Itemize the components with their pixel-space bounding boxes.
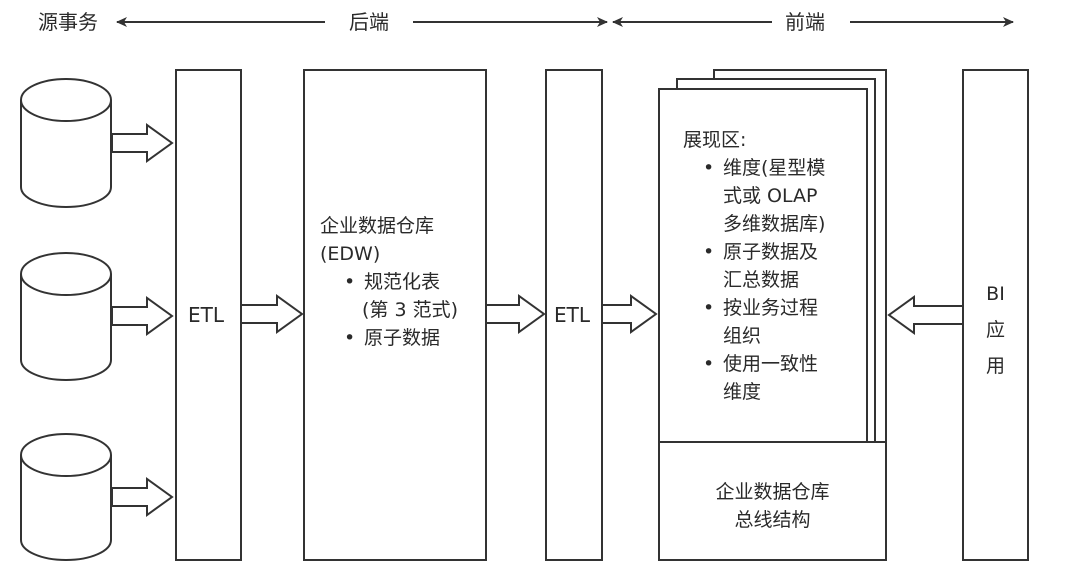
block-arrow-icon xyxy=(111,477,174,517)
presentation-bullet: 维度(星型模 xyxy=(699,154,863,182)
presentation-bullet: 按业务过程 xyxy=(699,294,863,322)
presentation-bullet-cont: 汇总数据 xyxy=(723,269,800,291)
header-frontend-label: 前端 xyxy=(785,10,825,34)
bi-app-text: BI 应 用 xyxy=(963,276,1028,384)
edw-title: 企业数据仓库 xyxy=(320,215,435,237)
presentation-bullet-cont: 式或 OLAP xyxy=(723,185,818,207)
bi-app-box xyxy=(962,69,1029,561)
bi-label: BI xyxy=(986,283,1005,305)
block-arrow-icon xyxy=(240,294,304,334)
edw-text: 企业数据仓库 (EDW) 规范化表 (第 3 范式) 原子数据 xyxy=(320,212,485,352)
bi-label-ying: 应 xyxy=(985,319,1005,341)
block-arrow-icon xyxy=(485,294,546,334)
edw-bullet-cont: (第 3 范式) xyxy=(362,299,458,321)
presentation-bullet-cont: 组织 xyxy=(723,325,762,347)
etl-box-1 xyxy=(175,69,242,561)
header-backend-label: 后端 xyxy=(349,10,389,34)
edw-box xyxy=(303,69,487,561)
bus-title-line2: 总线结构 xyxy=(734,509,811,531)
bus-title-line1: 企业数据仓库 xyxy=(715,481,830,503)
presentation-bullet: 使用一致性 xyxy=(699,350,863,378)
presentation-bullet-cont: 多维数据库) xyxy=(723,213,826,235)
etl-label-2: ETL xyxy=(554,303,590,327)
block-arrow-icon xyxy=(887,295,964,335)
etl-label-1: ETL xyxy=(188,303,224,327)
bi-label-yong: 用 xyxy=(985,355,1005,377)
block-arrow-icon xyxy=(111,296,174,336)
edw-bullet: 原子数据 xyxy=(340,324,485,352)
database-cylinder-icon xyxy=(20,252,112,381)
edw-bullet: 规范化表 xyxy=(340,268,485,296)
presentation-title: 展现区: xyxy=(683,129,747,151)
block-arrow-icon xyxy=(601,294,658,334)
bus-text: 企业数据仓库 总线结构 xyxy=(659,478,886,534)
presentation-text: 展现区: 维度(星型模 式或 OLAP 多维数据库) 原子数据及 汇总数据 按业… xyxy=(683,126,863,406)
presentation-bullet-cont: 维度 xyxy=(723,381,762,403)
bus-box xyxy=(658,441,887,561)
presentation-bullet: 原子数据及 xyxy=(699,238,863,266)
database-cylinder-icon xyxy=(20,433,112,561)
etl-box-2 xyxy=(545,69,603,561)
edw-title-abbr: (EDW) xyxy=(320,243,381,265)
database-cylinder-icon xyxy=(20,78,112,208)
block-arrow-icon xyxy=(111,123,174,163)
header-source-label: 源事务 xyxy=(38,10,98,34)
